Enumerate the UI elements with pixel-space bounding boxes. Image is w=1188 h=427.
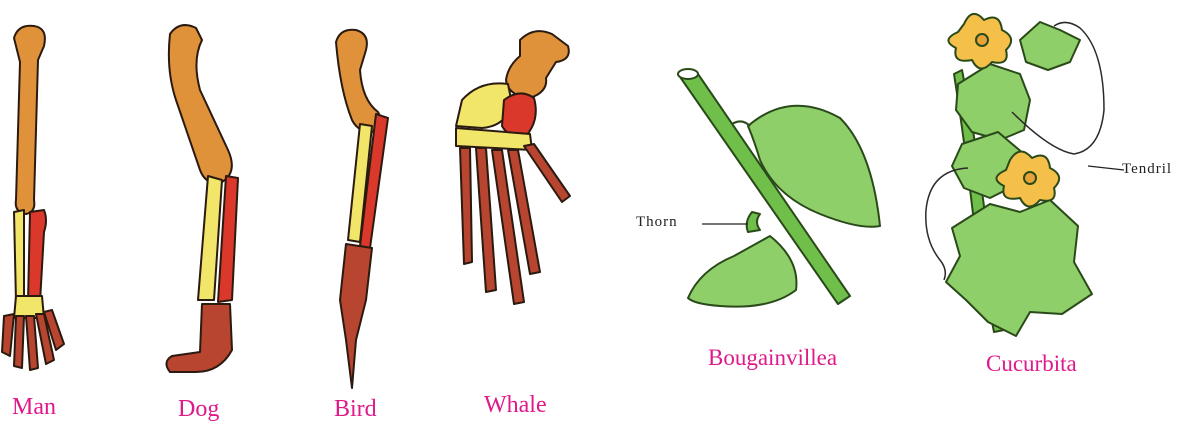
whale-humerus [506,31,569,98]
bird-wing [336,30,388,388]
man-ulna [28,210,46,302]
cucurbita-leaf-large [946,200,1092,336]
dog-paw [166,304,232,372]
man-forelimb [2,26,64,370]
man-hand [2,310,64,370]
dog-humerus [169,25,232,183]
thorn [747,212,760,232]
label-whale: Whale [484,392,547,419]
label-bougainvillea: Bougainvillea [708,345,837,371]
bougainvillea-leaf-lower [688,236,796,307]
cucurbita-drawing [926,14,1124,336]
man-radius [14,210,24,302]
callout-thorn: Thorn [636,214,678,231]
cucurbita-leaf-top [1020,22,1080,70]
stem-cut-end [678,69,698,79]
whale-ulna [502,93,536,136]
bougainvillea-drawing [678,69,880,307]
tendril-pointer [1088,166,1124,170]
label-man: Man [12,394,56,421]
label-dog: Dog [178,396,219,423]
dog-forelimb [166,25,238,372]
man-humerus [14,26,45,214]
cucurbita-flower-top [948,14,1011,69]
bird-digits [340,244,372,388]
whale-digits [460,144,570,304]
label-bird: Bird [334,396,377,423]
whale-flipper [456,31,570,304]
callout-tendril: Tendril [1122,161,1172,178]
label-cucurbita: Cucurbita [986,351,1077,377]
bougainvillea-leaf-upper [748,106,880,227]
bird-humerus [336,30,381,132]
